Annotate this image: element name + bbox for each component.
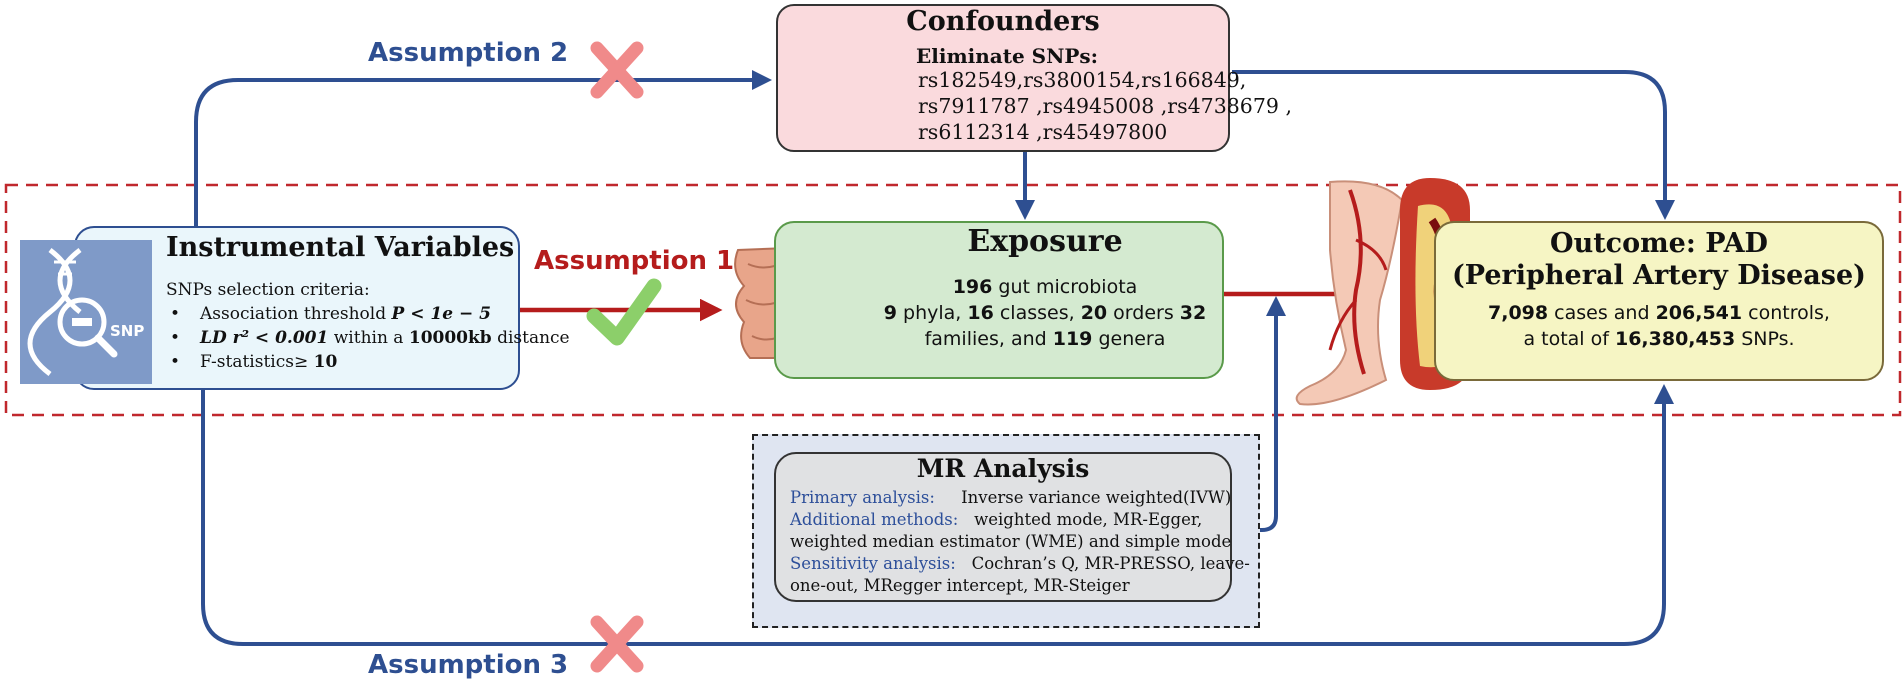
confounders-box (776, 4, 1230, 152)
mr-additional-line: weighted median estimator (WME) and simp… (790, 532, 1232, 551)
confounders-subtitle: Eliminate SNPs: (916, 44, 1099, 68)
criteria-bullet: •Association threshold P < 1e − 5 (170, 304, 491, 324)
mr-to-causal-path (1230, 296, 1286, 532)
violation-cross-icon (590, 615, 644, 673)
dna-snp-icon: SNP (20, 240, 152, 384)
assumption-3-label: Assumption 3 (368, 650, 569, 680)
criteria-bullet: •F-statistics≥ 10 (170, 352, 338, 372)
exposure-line: 9 phyla, 16 classes, 20 orders 32 (883, 302, 1207, 324)
mr-sensitivity-line: Sensitivity analysis: Cochran’s Q, MR-PR… (790, 554, 1250, 573)
main-pathway-frame (4, 183, 1902, 417)
mr-analysis-title: MR Analysis (916, 454, 1090, 483)
exposure-line: 196 gut microbiota (952, 276, 1138, 298)
check-mark-icon (586, 278, 662, 346)
mr-primary-line: Primary analysis: Inverse variance weigh… (790, 488, 1232, 507)
instrumental-variables-title: Instrumental Variables (166, 232, 515, 263)
confounder-snp-line: rs182549,rs3800154,rs166849, (918, 68, 1247, 92)
exposure-title: Exposure (967, 224, 1123, 259)
criteria-bullet: •LD r² < 0.001 within a 10000kb distance (170, 328, 570, 348)
confounder-snp-line: rs6112314 ,rs45497800 (918, 120, 1168, 144)
outcome-subtitle: (Peripheral Artery Disease) (1452, 260, 1866, 291)
exposure-box (774, 221, 1224, 379)
confounder-snp-line: rs7911787 ,rs4945008 ,rs4738679 , (918, 94, 1292, 118)
assumption-2-path (194, 70, 772, 230)
confounder-to-outcome-path (1232, 70, 1675, 220)
violation-cross-icon (590, 41, 644, 99)
snp-icon-label: SNP (110, 322, 145, 340)
leg-vessel-icon (1295, 180, 1404, 406)
outcome-line: a total of 16,380,453 SNPs. (1523, 328, 1795, 350)
confounders-title: Confounders (906, 6, 1100, 37)
assumption-1-label: Assumption 1 (534, 246, 735, 276)
mr-analysis-box (774, 452, 1232, 602)
mr-additional-line: Additional methods: weighted mode, MR-Eg… (790, 510, 1203, 529)
exposure-line: families, and 119 genera (924, 328, 1166, 350)
snp-criteria-label: SNPs selection criteria: (166, 280, 370, 300)
outcome-line: 7,098 cases and 206,541 controls, (1488, 302, 1830, 324)
assumption-3-path (201, 384, 1674, 646)
assumption-2-label: Assumption 2 (368, 38, 569, 68)
outcome-box (1434, 221, 1884, 381)
mr-sensitivity-line: one-out, MRegger intercept, MR-Steiger (790, 576, 1130, 595)
outcome-title: Outcome: PAD (1550, 228, 1768, 259)
